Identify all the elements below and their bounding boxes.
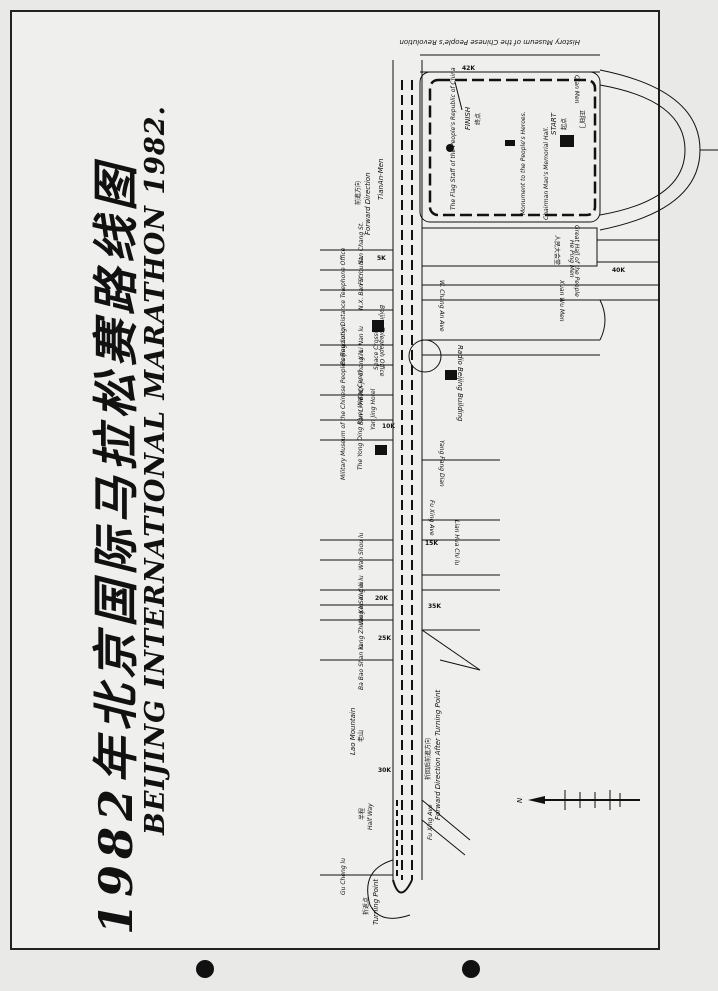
telephone-office-icon [372, 320, 384, 332]
start-label: START [550, 112, 558, 135]
street-qian-men: Qian Men [573, 75, 580, 104]
great-hall-label: Great Hall of the People [573, 225, 580, 297]
half-way-label: Half Way [367, 803, 374, 830]
street-ba-bao-shan-lu: Ba Bao Shan lu [358, 644, 365, 690]
street-san-li-he-lu: San Li He lu [358, 389, 365, 425]
street-yang-fang-dian: Yang Fang Dian [438, 440, 445, 487]
street-fu-xing-ave-2: Fu Xing Ave [427, 804, 434, 840]
km-marker-5: 5K [377, 255, 386, 262]
compass-north-label: N [516, 797, 524, 803]
street-xi-li-nan-lu: Xi Li Nan lu [358, 326, 365, 361]
radio-building-icon [445, 370, 457, 380]
street-fu-you-st: Fu You St. [358, 256, 365, 285]
km-marker-42: 42K [462, 65, 475, 72]
street-fu-xing-ave: Fu Xing Ave [428, 500, 435, 536]
tiananmen-label: TianAn-Men [377, 159, 385, 200]
great-hall-zh-label: 人民大会堂 [553, 235, 561, 265]
street-nan-chang-st: Nan Chang St. [358, 222, 365, 265]
telegraph-office-label: Beijing Telegraph Office [378, 305, 385, 377]
lao-mountain-label: Lao Mountain [349, 708, 357, 755]
street-lian-hua-chi-lu: Lian Hua Chi lu [453, 520, 460, 566]
km-marker-40: 40K [612, 267, 625, 274]
flag-staff-label: The Flag Staff of the People's Republic … [450, 67, 457, 210]
memorial-label: Chairman Mao's Memorial Hall. [543, 126, 550, 220]
street-space-crossing: Space Crossing [373, 324, 380, 370]
binder-hole-right [462, 960, 480, 978]
street-w-chang-an-ave: W. Chang An Ave [438, 280, 445, 332]
north-arrow-icon [528, 796, 545, 804]
monument-label: Monument to the People's Heroes. [520, 111, 527, 215]
km-marker-30: 30K [378, 767, 391, 774]
binder-hole-left [196, 960, 214, 978]
turning-point-zh-label: 折返点 [362, 897, 370, 915]
street-xuan-wu-men: Xuan Wu Men [558, 279, 565, 322]
street-yan-jing-hotel: Yan Jing Hotel [370, 388, 377, 430]
street-wu-ke-song-lu: Wu Ke Song lu [358, 581, 365, 625]
canal-label: The Yong Ding River Water Canal [357, 370, 364, 470]
street-zhengyangmen-zh: 正阳门 [578, 110, 586, 128]
forward-direction-label: Forward Direction [364, 172, 372, 235]
map-frame [10, 10, 660, 950]
km-marker-20: 20K [375, 595, 388, 602]
military-museum-label: Military Museum of the Chinese People's … [340, 324, 347, 480]
street-wan-shou-lu: Wan Shou lu [358, 532, 365, 570]
km-marker-35: 35K [428, 603, 441, 610]
finish-zh-label: 终点 [474, 113, 482, 125]
forward-after-turn-zh-label: 折回后前進方向 [424, 738, 432, 780]
street-xi-cui-lu: Xi Cui lu [358, 575, 365, 601]
monument-icon [505, 140, 515, 146]
start-zh-label: 起点 [560, 118, 568, 130]
lao-mountain-zh-label: 老山 [357, 730, 365, 742]
turning-point-label: Turning Point [372, 879, 380, 925]
finish-label: FINISH [464, 106, 472, 130]
half-way-zh-label: 半程 [358, 808, 366, 820]
telephone-office-label: Beijing Long Distance Telephone Office [340, 247, 347, 365]
street-gu-cheng-lu: Gu Cheng lu [340, 858, 347, 895]
flag-staff-icon [446, 144, 454, 152]
forward-after-turn-label: Forward Direction After Turning Point [434, 690, 442, 820]
street-er-qi-ju-chang-lu: Er Qi Ju Chang lu [358, 349, 365, 400]
street-yang-zhuang-lu: Yang Zhuang lu [358, 603, 365, 650]
forward-direction-zh-label: 前進方向 [354, 181, 362, 205]
memorial-hall-icon [560, 135, 574, 147]
km-marker-15: 15K [425, 540, 438, 547]
km-marker-25: 25K [378, 635, 391, 642]
street-he-ping-men: He Ping Men [568, 240, 575, 278]
km-marker-10: 10K [382, 423, 395, 430]
street-ny-ban-st: N.X. Ban St. [358, 274, 365, 310]
history-museum-label: History Museum of the Chinese People's R… [399, 38, 580, 46]
military-museum-icon [375, 445, 387, 455]
radio-building-label: Radio Beijing Building [456, 345, 464, 422]
